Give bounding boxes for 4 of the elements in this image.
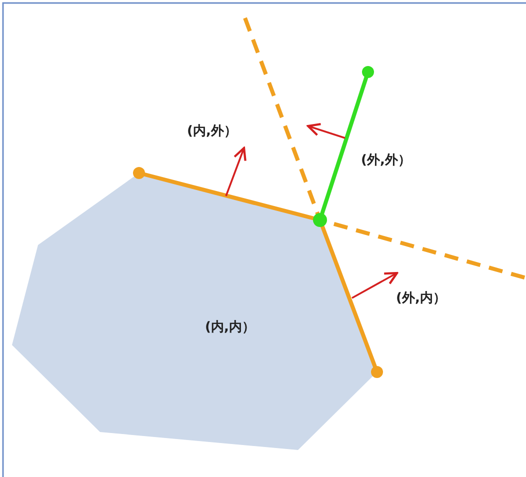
region-label: (内,内） <box>205 319 255 336</box>
region-label: (外,外） <box>361 152 411 169</box>
region-label: (外,内） <box>396 290 446 307</box>
region-label: (内,外） <box>187 123 237 140</box>
